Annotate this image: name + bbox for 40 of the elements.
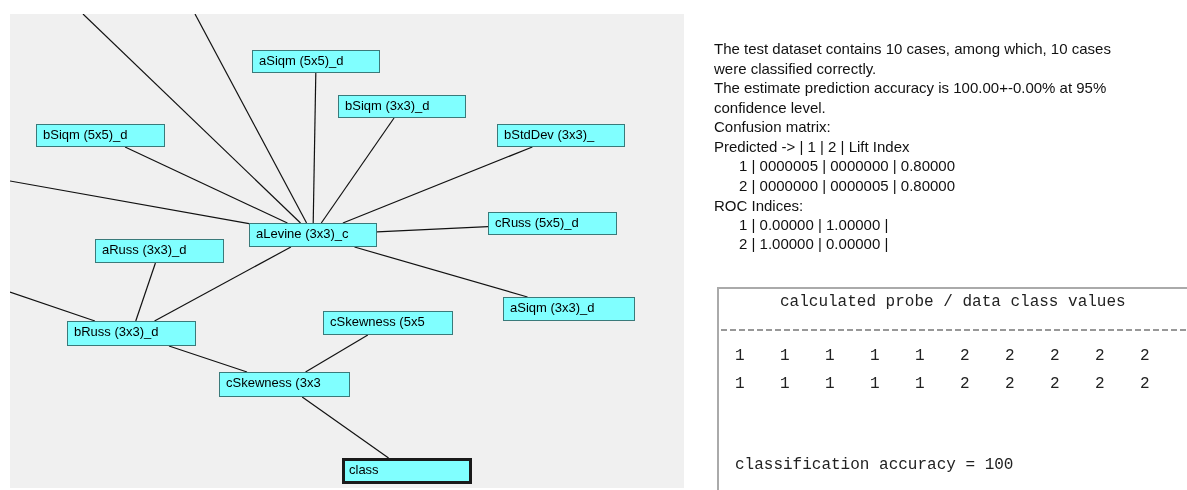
matrix-row: 2 | 0000000 | 0000005 | 0.80000 xyxy=(739,176,956,196)
roc-row: 1 | 0.00000 | 1.00000 | xyxy=(739,215,889,235)
attribute-node: aSiqm (3x3)_d xyxy=(503,297,635,321)
roc-row: 2 | 1.00000 | 0.00000 | xyxy=(739,234,889,254)
connector-line xyxy=(312,72,317,224)
attribute-node: bSiqm (3x3)_d xyxy=(338,95,466,118)
matrix-row: 1 | 0000005 | 0000000 | 0.80000 xyxy=(739,156,956,176)
report-text: The test dataset contains 10 cases, among which, 10 cases were classified correctly. xyxy=(714,39,1112,78)
output-text: classification accuracy = 100 xyxy=(735,456,1014,474)
attribute-node: cRuss (5x5)_d xyxy=(488,212,617,235)
attribute-node: bStdDev (3x3)_ xyxy=(497,124,625,147)
connector-line xyxy=(320,117,395,224)
connector-line xyxy=(135,262,157,322)
attribute-node: aRuss (3x3)_d xyxy=(95,239,224,263)
connector-line xyxy=(304,334,369,373)
attribute-node: class xyxy=(342,458,472,484)
report-text: Confusion matrix: xyxy=(714,117,831,137)
value-row: 1 1 1 1 1 2 2 2 2 2 xyxy=(735,347,1150,365)
attribute-node: cSkewness (5x5 xyxy=(323,311,453,335)
attribute-node: bRuss (3x3)_d xyxy=(67,321,196,346)
matrix-header: Predicted -> | 1 | 2 | Lift Index xyxy=(714,137,910,157)
connector-line xyxy=(301,396,390,459)
connector-line xyxy=(10,180,250,225)
report-text: The estimate prediction accuracy is 100.00+-0.00% at 95% confidence level. xyxy=(714,78,1108,117)
connector-line xyxy=(342,146,533,224)
connector-line xyxy=(376,226,489,233)
attribute-node: cSkewness (3x3 xyxy=(219,372,350,397)
connector-line xyxy=(124,146,288,224)
attribute-node: bSiqm (5x5)_d xyxy=(36,124,165,147)
attribute-node: aLevine (3x3)_c xyxy=(249,223,377,247)
connector-line xyxy=(194,14,308,224)
connector-line xyxy=(353,246,529,298)
connector-line xyxy=(153,246,292,322)
output-header: calculated probe / data class values xyxy=(780,293,1126,311)
attribute-node: aSiqm (5x5)_d xyxy=(252,50,380,73)
connector-line xyxy=(168,345,248,373)
connector-line xyxy=(82,14,302,224)
connector-line xyxy=(10,291,96,322)
value-row: 1 1 1 1 1 2 2 2 2 2 xyxy=(735,375,1150,393)
report-text: ROC Indices: xyxy=(714,196,804,216)
